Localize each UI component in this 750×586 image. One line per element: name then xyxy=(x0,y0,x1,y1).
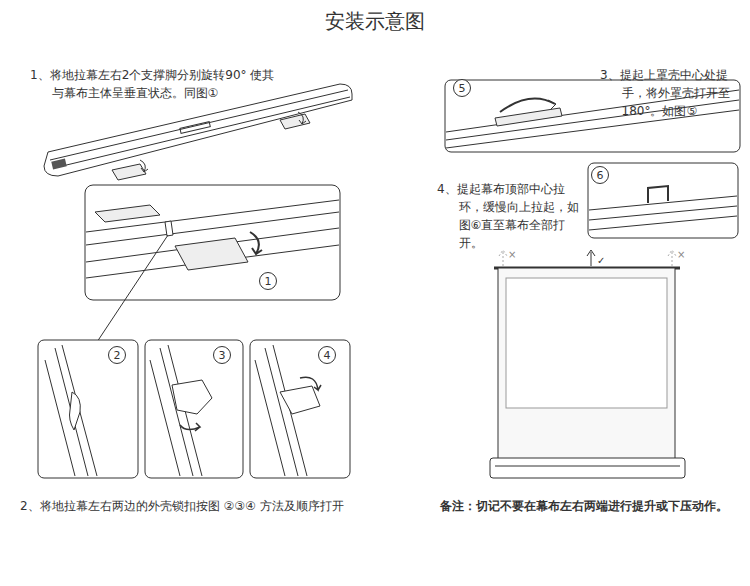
lock-panels xyxy=(38,340,350,478)
callout-number: 5 xyxy=(453,79,471,97)
callout-number: 1 xyxy=(259,272,277,290)
callout-number: 3 xyxy=(213,346,231,364)
status-mark: × xyxy=(508,250,522,260)
instruction-text: 2、将地拉幕左右两边的外壳锁扣按图 ②③④ 方法及顺序打开 xyxy=(20,497,380,515)
callout-number: 6 xyxy=(591,166,609,184)
callout-number: 2 xyxy=(108,346,126,364)
callout-text: 4 xyxy=(324,350,331,361)
zoom-detail xyxy=(85,185,340,300)
callout-text: 3 xyxy=(219,350,226,361)
instruction-text: 1、将地拉幕左右2个支撑脚分别旋转90° 使其与幕布主体呈垂直状态。同图① xyxy=(30,66,275,102)
leader-line xyxy=(95,235,168,345)
callout-text: 2 xyxy=(114,350,121,361)
instruction-text: 备注：切记不要在幕布左右两端进行提升或下压动作。 xyxy=(440,497,745,515)
projector-screen xyxy=(490,250,685,478)
callout-text: 1 xyxy=(265,276,272,287)
status-mark: × xyxy=(677,250,691,260)
callout-number: 4 xyxy=(318,346,336,364)
callout-text: 5 xyxy=(459,83,466,94)
instruction-text: 4、提起幕布顶部中心拉环，缓慢向上拉起，如图⑥直至幕布全部打开。 xyxy=(437,180,587,252)
status-mark: ✓ xyxy=(597,256,611,266)
pull-ring-panel xyxy=(588,163,738,238)
instruction-text: 3、提起上罩壳中心处提手，将外罩壳打开至180°。如图⑤ xyxy=(600,66,745,120)
title: 安装示意图 xyxy=(0,6,750,36)
callout-text: 6 xyxy=(597,170,604,181)
